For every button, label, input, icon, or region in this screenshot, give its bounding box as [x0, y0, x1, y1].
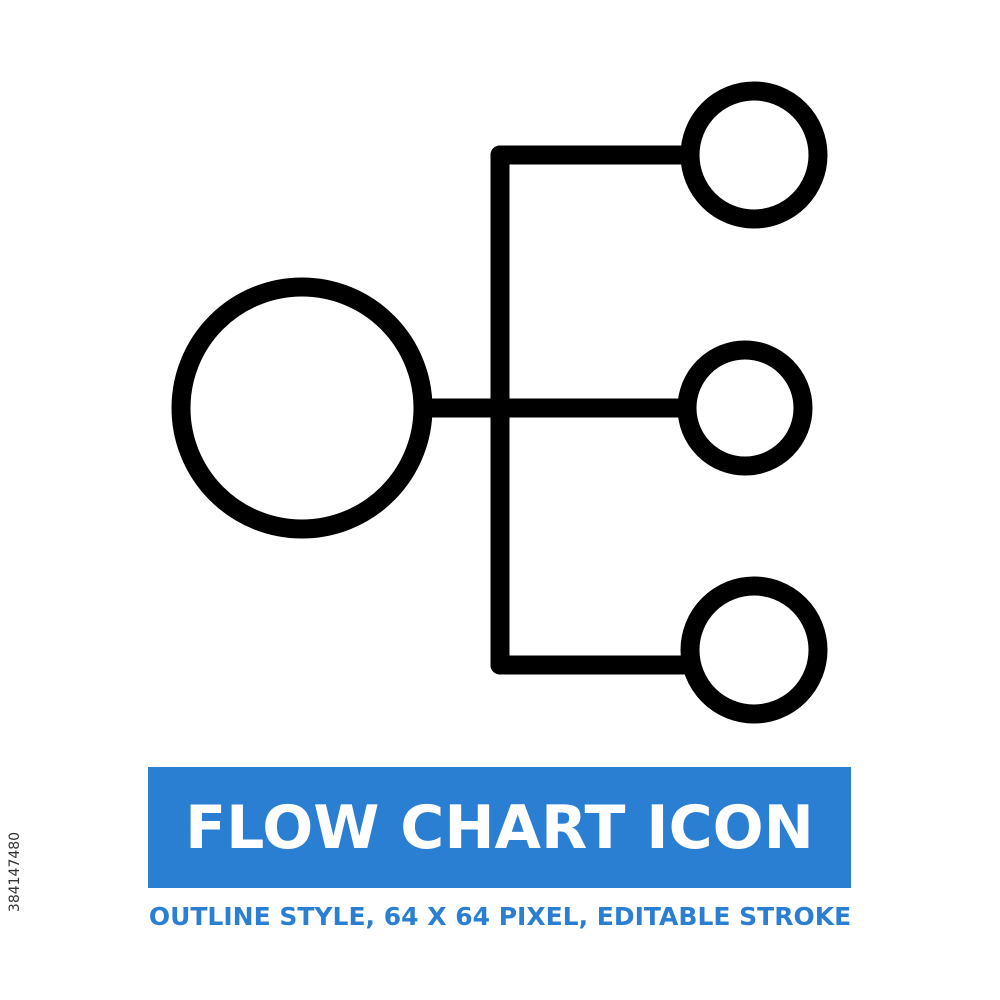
- top-child-node-circle: [680, 81, 828, 229]
- middle-child-node-circle: [677, 340, 813, 476]
- stock-id-text: 384147480: [7, 831, 23, 913]
- stock-id-label: 384147480: [4, 764, 26, 980]
- title-banner: FLOW CHART ICON: [148, 767, 851, 888]
- banner-title: FLOW CHART ICON: [185, 792, 814, 863]
- bottom-child-node-circle: [680, 576, 828, 724]
- root-node-circle: [171, 277, 433, 539]
- subtitle-caption: OUTLINE STYLE, 64 X 64 PIXEL, EDITABLE S…: [148, 902, 852, 931]
